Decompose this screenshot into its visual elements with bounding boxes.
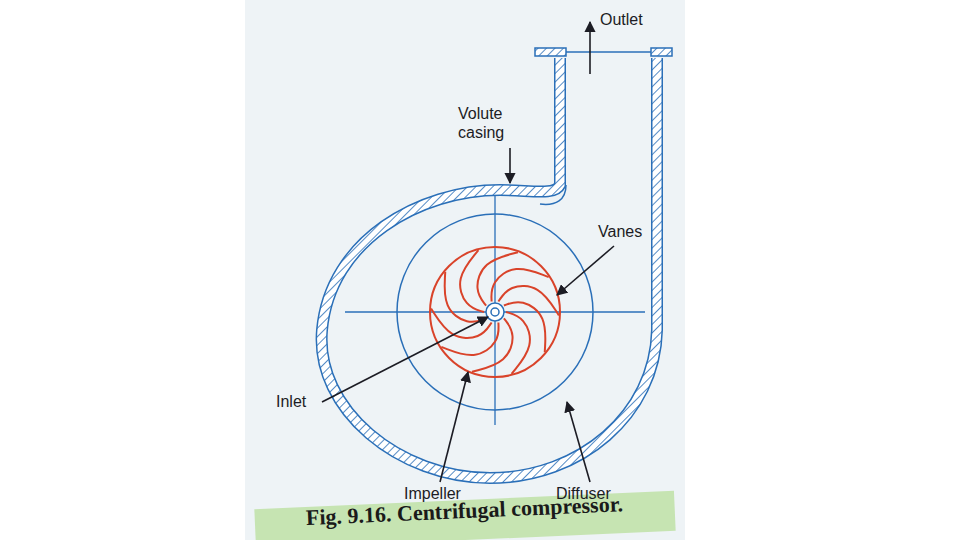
leader-line: [440, 372, 468, 482]
hub: [486, 303, 504, 321]
caption-band: [254, 491, 675, 540]
outlet-label: Outlet: [600, 10, 643, 29]
part-label: Vanes: [598, 222, 642, 241]
impeller-rim: [430, 247, 560, 377]
impeller-vane: [504, 302, 545, 352]
paper-ground: [245, 0, 685, 540]
impeller: [430, 247, 560, 377]
outlet-arrow: [589, 22, 591, 74]
volute-wall-outline: [322, 58, 657, 478]
part-label: Volute casing: [458, 104, 538, 142]
volute-tongue: [540, 185, 566, 204]
leader-line: [509, 148, 511, 183]
leader-line: [557, 246, 614, 295]
volute-wall-hatch: [322, 58, 657, 478]
leader-line: [567, 402, 590, 482]
impeller-vane: [498, 286, 559, 315]
impeller-vane: [431, 309, 492, 338]
impeller-vane: [460, 250, 484, 312]
part-label: Inlet: [276, 392, 306, 411]
flange: [535, 48, 566, 56]
impeller-vane: [506, 312, 530, 374]
flange: [651, 48, 672, 56]
shaft: [491, 308, 499, 316]
